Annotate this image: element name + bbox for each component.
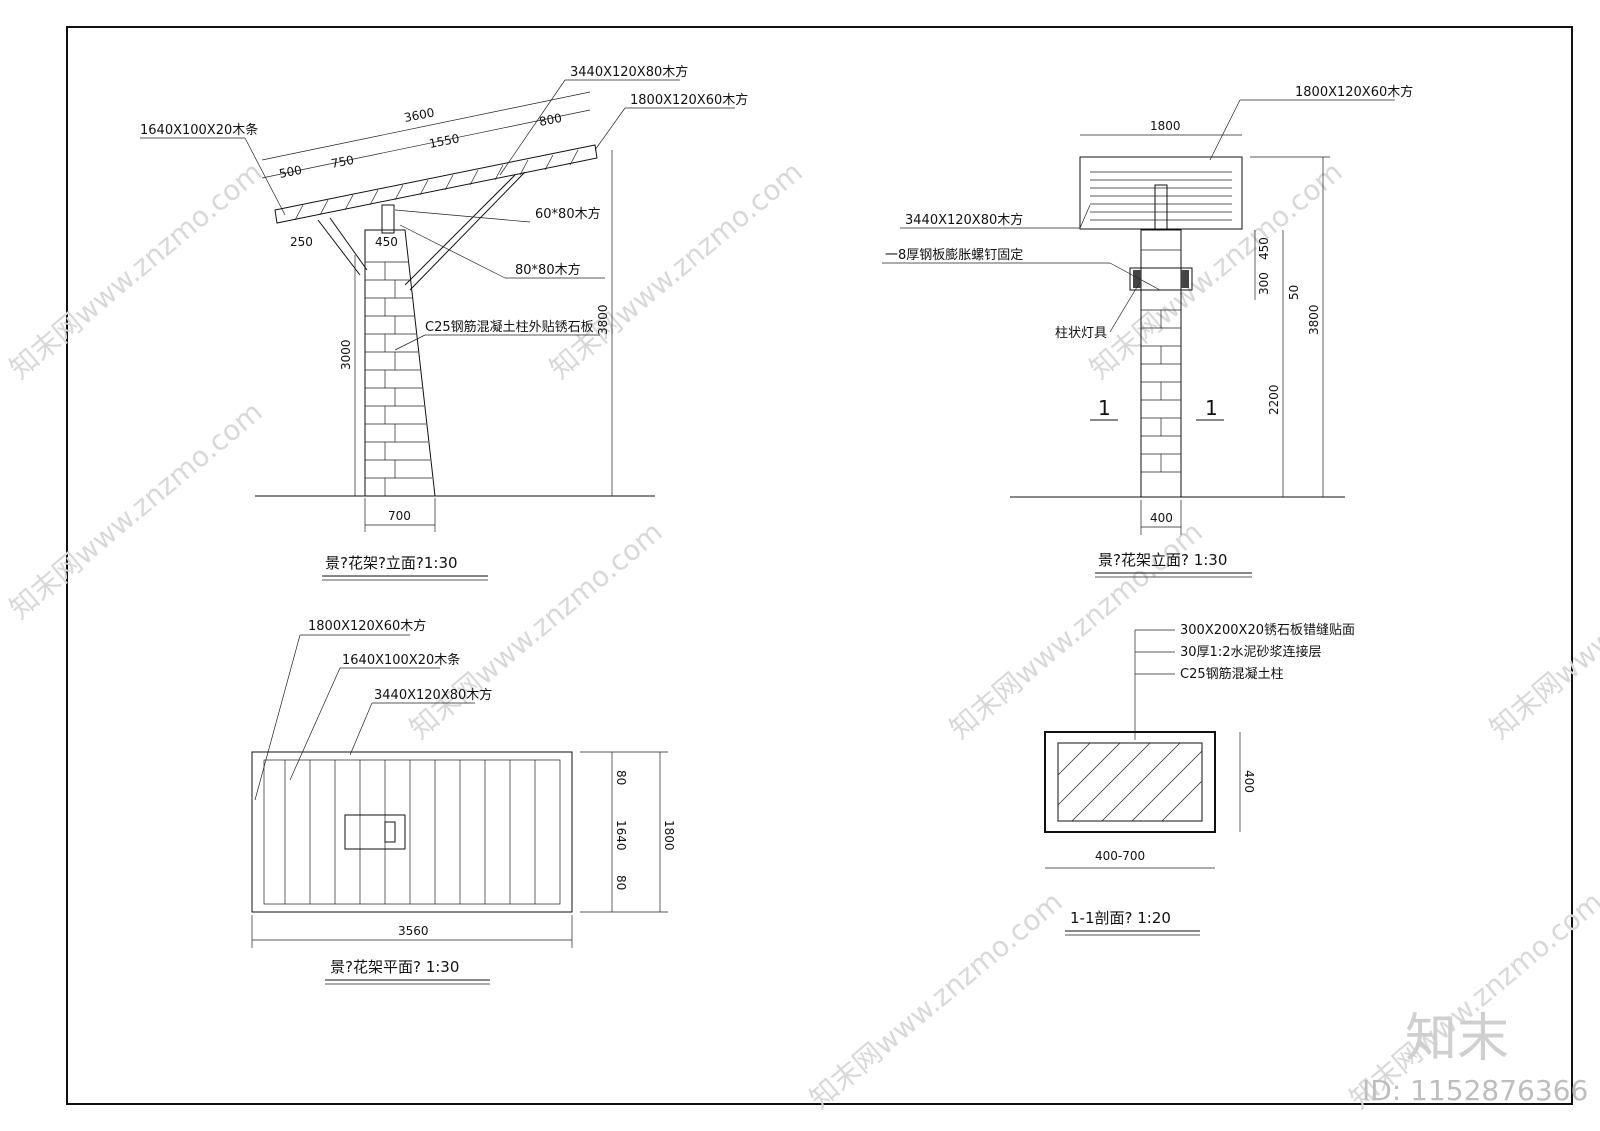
dim-3800: 3800 (596, 304, 610, 335)
brand-watermark: 知末 (1405, 1009, 1509, 1069)
dim-80-top: 80 (614, 770, 628, 785)
steel-plate (1129, 267, 1193, 291)
watermark-site-text: 知末网www.znzmo.com (1483, 515, 1600, 745)
section-mark-left: 1 (1098, 396, 1111, 420)
section-layer-3: C25钢筋混凝土柱 (1180, 666, 1284, 682)
callout-column: C25钢筋混凝土柱外贴锈石板 (425, 319, 594, 335)
brick-pattern (1141, 249, 1181, 473)
watermark-layer: 知末网www.znzmo.com 知末网www.znzmo.com 知末网www… (3, 155, 1600, 1115)
drawing-frame (66, 26, 1573, 1105)
dim-3600: 3600 (403, 105, 436, 125)
dim-line-top-outer (261, 91, 591, 161)
column-outline (364, 229, 436, 497)
section-mark-right: 1 (1205, 396, 1218, 420)
plan-callout-beam-main: 3440X120X80木方 (374, 687, 492, 703)
watermark-site-text: 知末网www.znzmo.com (3, 155, 268, 385)
left-brace (329, 217, 368, 271)
strip-hatching (294, 149, 579, 221)
callout-beam-main: 3440X120X80木方 (570, 64, 688, 80)
callout-beam-top: 1800X120X60木方 (630, 92, 748, 108)
dim-2200: 2200 (1267, 384, 1281, 415)
watermark-site-text: 知末网www.znzmo.com (543, 155, 808, 385)
dim-1800: 1800 (1150, 119, 1181, 133)
section-hatching (1057, 742, 1203, 822)
id-watermark: ID: 1152876366 (1362, 1074, 1588, 1107)
watermark-site-text: 知末网www.znzmo.com (403, 515, 668, 745)
watermark-site-text: 知末网www.znzmo.com (803, 885, 1068, 1115)
left-brace-inner (317, 219, 361, 276)
dim-450: 450 (1257, 237, 1271, 260)
lamp-right (1181, 270, 1189, 288)
dim-80-bottom: 80 (614, 875, 628, 890)
plan-strips (284, 760, 536, 904)
callout-beam-top: 1800X120X60木方 (1295, 84, 1413, 100)
plan-view: 1800X120X60木方 1640X100X20木条 3440X120X80木… (251, 618, 676, 985)
section-layer-1: 300X200X20锈石板错缝贴面 (1180, 623, 1355, 638)
section-title: 1-1剖面? 1:20 (1070, 909, 1171, 927)
right-elevation-title: 景?花架立面? 1:30 (1098, 551, 1227, 569)
dim-1640: 1640 (614, 820, 628, 851)
plan-title: 景?花架平面? 1:30 (330, 958, 459, 976)
dim-450: 450 (375, 235, 398, 249)
lamp-left (1133, 270, 1141, 288)
callout-brace: 80*80木方 (515, 262, 581, 278)
plan-callout-strips: 1640X100X20木条 (342, 652, 460, 668)
dim-line-top (261, 109, 591, 179)
dim-1550: 1550 (428, 131, 461, 151)
callout-lamp: 柱状灯具 (1055, 326, 1107, 341)
dim-3000: 3000 (339, 339, 353, 370)
dim-1800: 1800 (662, 820, 676, 851)
dim-400: 400 (1150, 511, 1173, 525)
dim-300: 300 (1257, 272, 1271, 295)
section-dim-width: 400-700 (1095, 849, 1145, 863)
dim-700: 700 (388, 509, 411, 523)
top-beam-box (1079, 156, 1243, 230)
dim-3560: 3560 (398, 924, 429, 938)
inclined-beam (274, 144, 598, 224)
right-brace (409, 171, 526, 291)
right-elevation: 1800X120X60木方 3440X120X80木方 一8厚钢板膨胀螺钉固定 … (882, 84, 1413, 578)
dim-3800: 3800 (1307, 304, 1321, 335)
top-beam-lines (1090, 171, 1232, 221)
plan-callout-beam-top: 1800X120X60木方 (308, 618, 426, 634)
callout-post-small: 60*80木方 (535, 206, 601, 222)
callout-beam-main: 3440X120X80木方 (905, 212, 1023, 228)
section-view: 300X200X20锈石板错缝贴面 30厚1:2水泥砂浆连接层 C25钢筋混凝土… (1044, 623, 1355, 936)
column-outline (1140, 229, 1182, 498)
callout-plate: 一8厚钢板膨胀螺钉固定 (885, 248, 1023, 263)
post-top (1154, 184, 1168, 231)
dim-500: 500 (278, 163, 303, 181)
section-core (1057, 742, 1203, 822)
section-layer-2: 30厚1:2水泥砂浆连接层 (1180, 644, 1321, 660)
dim-800: 800 (538, 111, 563, 129)
watermark-site-text: 知末网www.znzmo.com (3, 395, 268, 625)
section-outline (1044, 731, 1216, 833)
callout-strips: 1640X100X20木条 (140, 122, 258, 138)
brick-pattern (365, 261, 432, 496)
plan-column (344, 814, 406, 850)
section-dim-height: 400 (1242, 770, 1256, 793)
small-post (381, 204, 395, 234)
dim-50: 50 (1287, 285, 1301, 300)
plan-outline (251, 751, 573, 913)
left-elevation-title: 景?花架?立面?1:30 (325, 554, 458, 572)
dim-250: 250 (290, 235, 313, 249)
right-brace-inner (404, 174, 516, 286)
dim-750: 750 (330, 153, 355, 171)
left-elevation: 1640X100X20木条 3440X120X80木方 1800X120X60木… (140, 64, 748, 581)
